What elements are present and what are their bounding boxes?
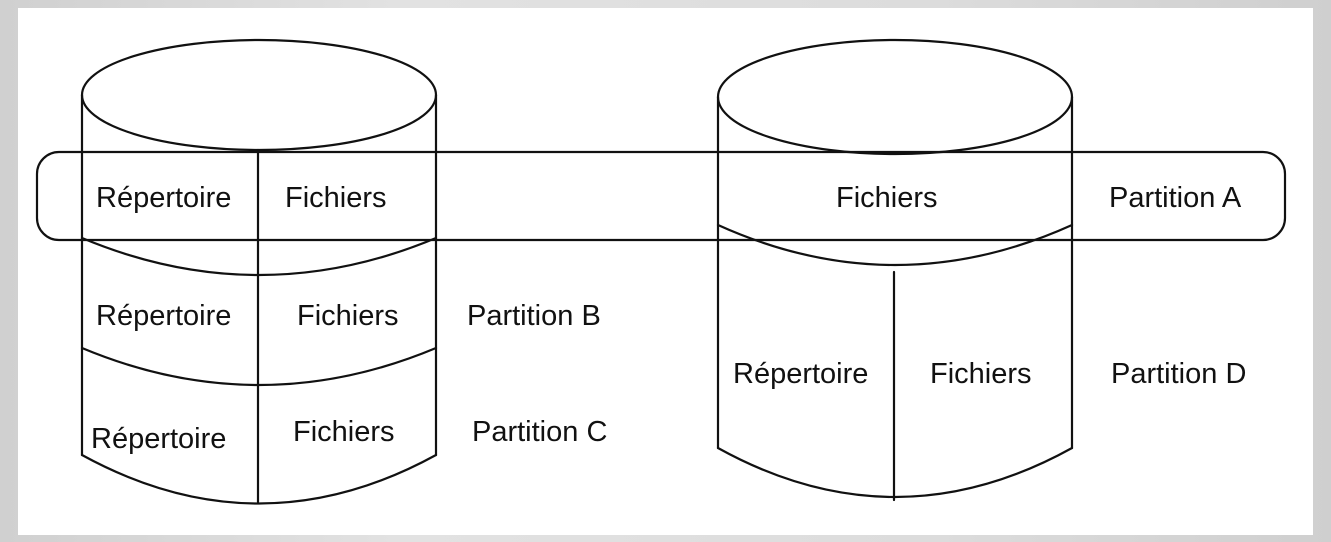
right-d-directory-label: Répertoire [733, 358, 868, 390]
disk-left-bottom-curve [80, 453, 438, 505]
disk-left-top [80, 38, 438, 152]
left-a-directory-label: Répertoire [96, 182, 231, 214]
disk-left [80, 38, 438, 505]
left-c-directory-label: Répertoire [91, 423, 226, 455]
partition-a-band [35, 150, 1287, 242]
right-a-files-label: Fichiers [836, 182, 938, 214]
partition-c-label: Partition C [472, 416, 607, 448]
diagram-panel [18, 8, 1313, 535]
disk-right-top [716, 38, 1074, 156]
left-a-files-label: Fichiers [285, 182, 387, 214]
right-d-files-label: Fichiers [930, 358, 1032, 390]
left-b-directory-label: Répertoire [96, 300, 231, 332]
left-b-files-label: Fichiers [297, 300, 399, 332]
partition-a-label: Partition A [1109, 182, 1242, 214]
partition-d-label: Partition D [1111, 358, 1246, 390]
disk-right-divider-ad [716, 223, 1074, 267]
disk-right [716, 38, 1074, 502]
partition-b-label: Partition B [467, 300, 601, 332]
left-c-files-label: Fichiers [293, 416, 395, 448]
